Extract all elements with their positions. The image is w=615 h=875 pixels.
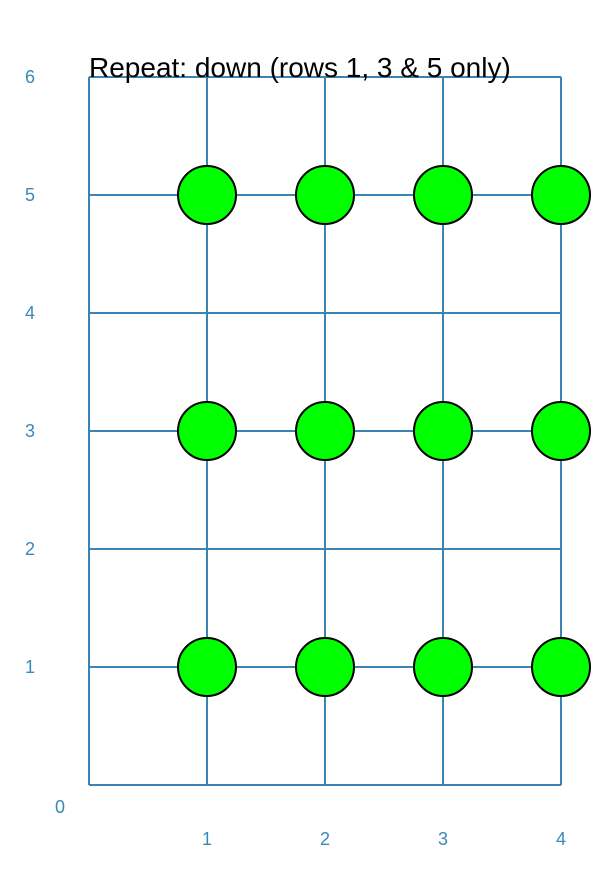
data-point <box>295 165 355 225</box>
y-tick-label: 4 <box>25 303 35 323</box>
y-tick-label: 5 <box>25 185 35 205</box>
data-point <box>531 637 591 697</box>
data-point <box>295 637 355 697</box>
y-tick-label: 2 <box>25 539 35 559</box>
data-point <box>177 401 237 461</box>
dot-markers <box>177 165 591 697</box>
origin-tick-label: 0 <box>55 797 65 817</box>
x-tick-label: 2 <box>320 829 330 849</box>
data-point <box>531 401 591 461</box>
y-tick-label: 1 <box>25 657 35 677</box>
data-point <box>295 401 355 461</box>
data-point <box>413 401 473 461</box>
data-point <box>177 637 237 697</box>
y-tick-label: 6 <box>25 67 35 87</box>
tick-labels: 1 2 3 4 1 2 3 4 5 6 <box>25 67 566 849</box>
x-tick-label: 1 <box>202 829 212 849</box>
chart-title: Repeat: down (rows 1, 3 & 5 only) <box>89 52 511 83</box>
data-point <box>177 165 237 225</box>
x-tick-label: 3 <box>438 829 448 849</box>
data-point <box>531 165 591 225</box>
x-tick-label: 4 <box>556 829 566 849</box>
y-tick-label: 3 <box>25 421 35 441</box>
data-point <box>413 165 473 225</box>
data-point <box>413 637 473 697</box>
